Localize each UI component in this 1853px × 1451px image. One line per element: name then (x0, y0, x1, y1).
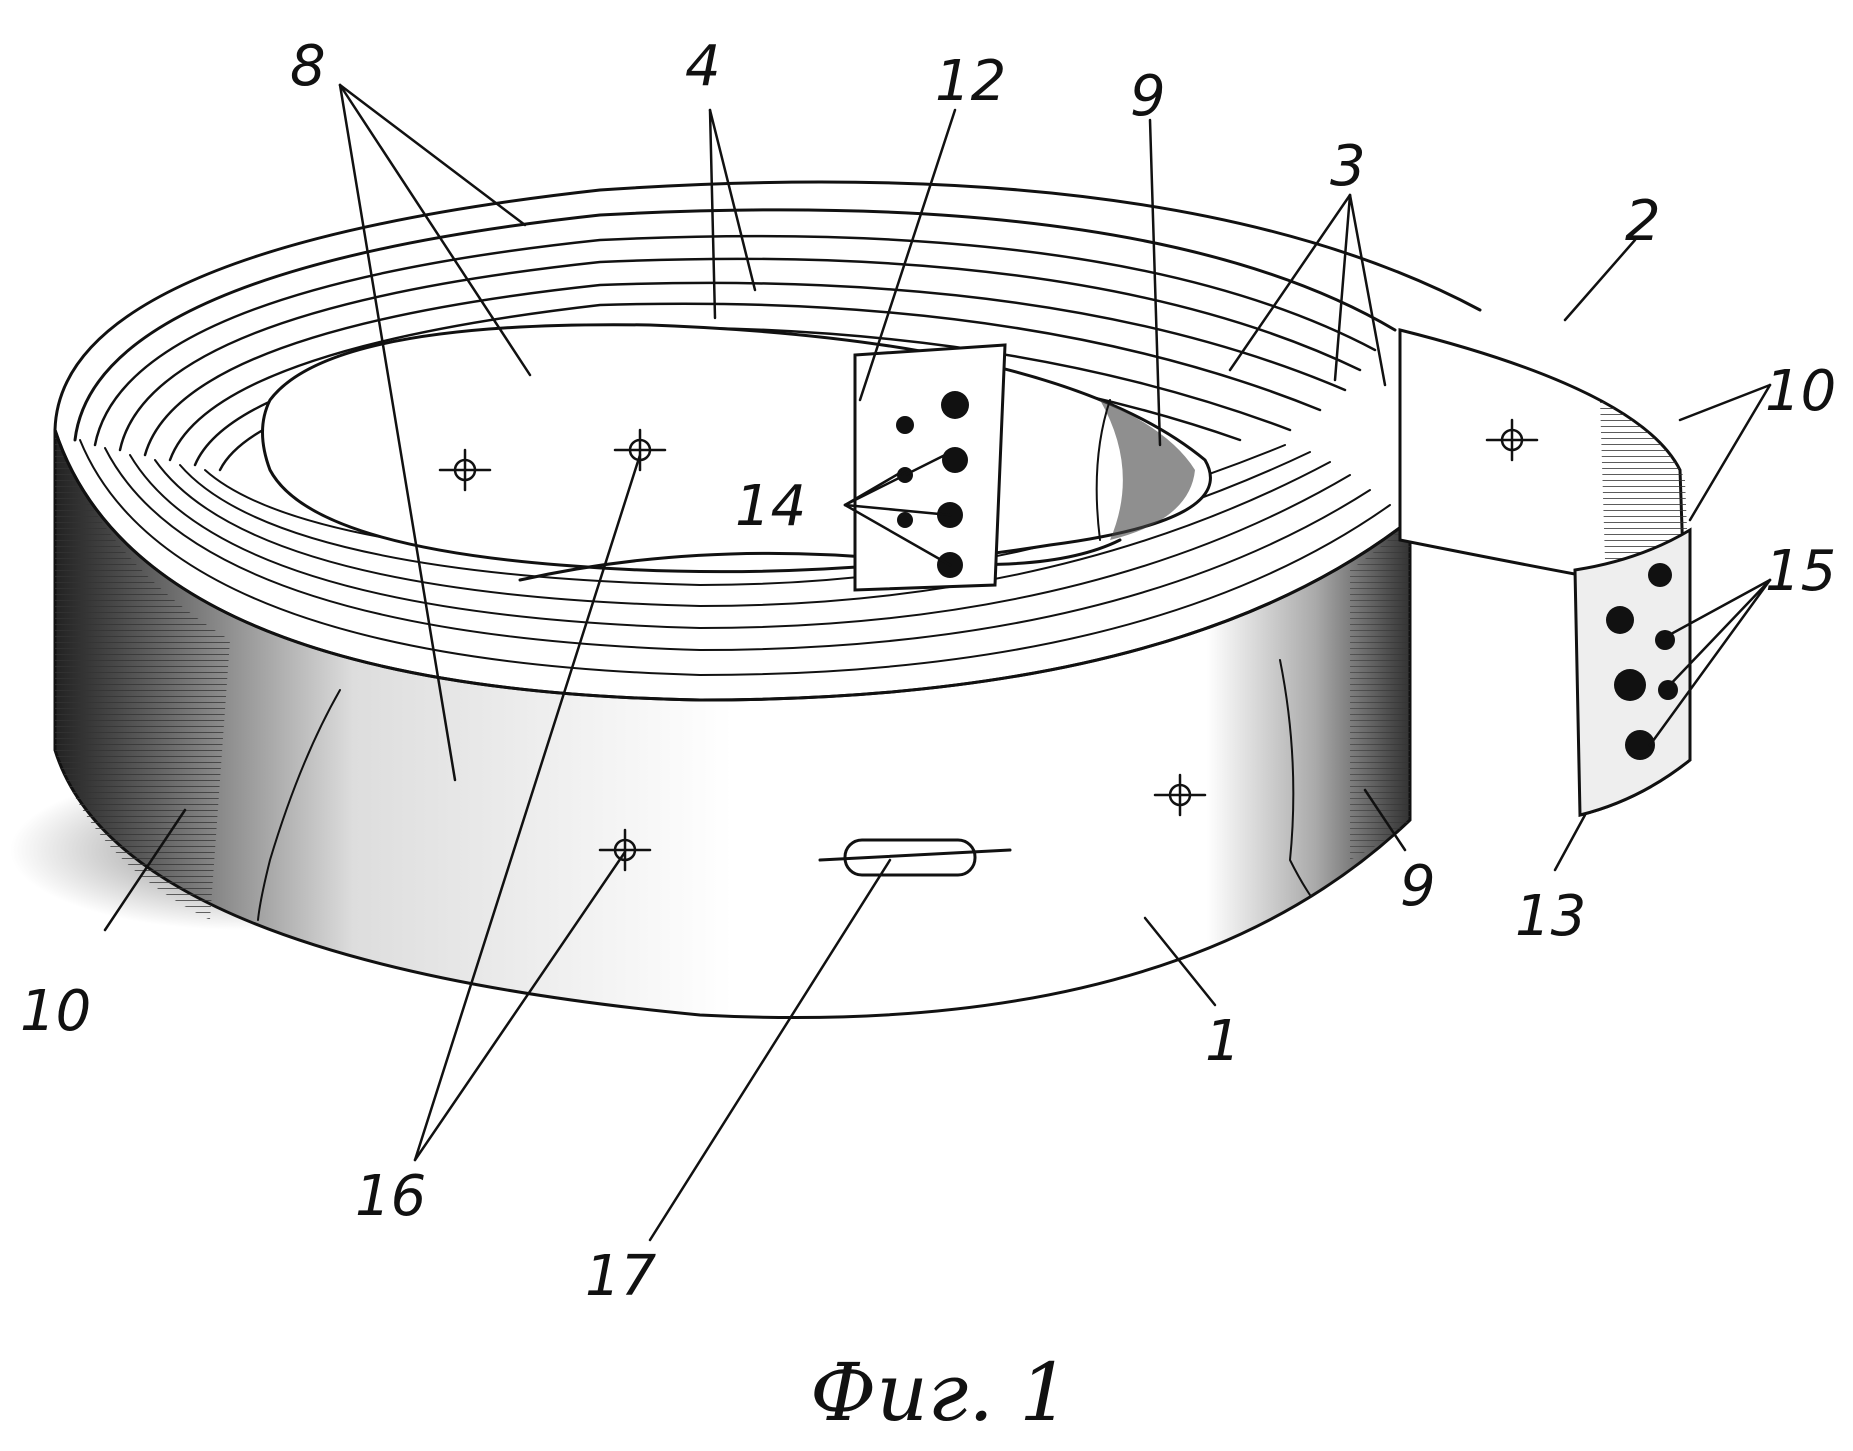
callout-1: 1 (1205, 1009, 1241, 1074)
callout-8: 8 (290, 34, 326, 99)
callout-14: 14 (735, 474, 806, 539)
callout-10-left: 10 (20, 979, 91, 1044)
callout-13: 13 (1515, 884, 1586, 949)
callout-4: 4 (685, 34, 721, 99)
callout-12: 12 (935, 49, 1006, 114)
callout-10-right: 10 (1765, 359, 1836, 424)
wall-hatching-right (1350, 520, 1410, 860)
callout-2: 2 (1625, 189, 1661, 254)
callout-9-bottom: 9 (1400, 854, 1436, 919)
callout-9-top: 9 (1130, 64, 1166, 129)
callout-15: 15 (1765, 539, 1836, 604)
callout-17: 17 (585, 1244, 657, 1309)
callout-3: 3 (1330, 134, 1366, 199)
figure-caption: Фиг. 1 (810, 1346, 1070, 1439)
callout-16: 16 (355, 1164, 426, 1229)
